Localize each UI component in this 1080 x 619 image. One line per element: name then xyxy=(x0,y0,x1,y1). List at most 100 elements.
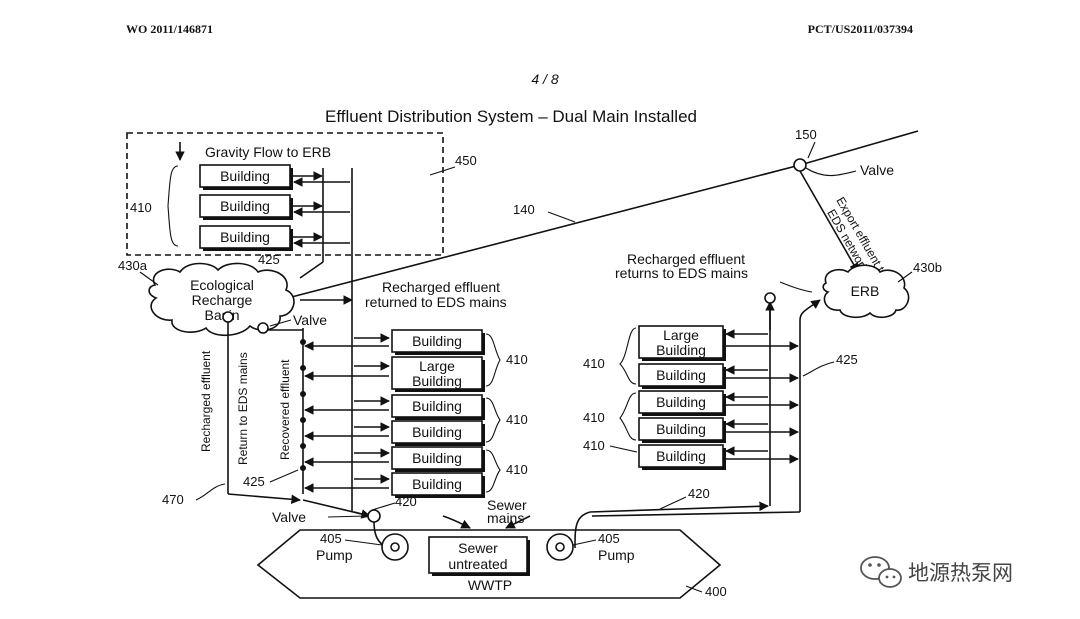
leader-425-left xyxy=(269,469,299,483)
building-label: Building xyxy=(656,394,706,410)
top-valve-label: Valve xyxy=(860,162,894,178)
building-box xyxy=(199,225,291,249)
ref-425-right: 425 xyxy=(836,352,858,367)
application-number: PCT/US2011/037394 xyxy=(808,22,913,36)
building-box xyxy=(199,194,291,218)
right-valve xyxy=(764,292,776,304)
main-150 xyxy=(799,130,919,166)
svg-text:Recovered effluent: Recovered effluent xyxy=(278,359,292,460)
recovered-effluent-vertical-label: Recovered effluent xyxy=(278,359,292,460)
building-box xyxy=(391,394,483,418)
basin-outlet xyxy=(222,311,234,323)
ref-410-r1: 410 xyxy=(583,356,605,371)
top-pipes xyxy=(292,168,353,279)
basin-label-1: Ecological xyxy=(190,277,254,293)
returned-label-1: Recharged effluent xyxy=(382,279,500,295)
large-building-box xyxy=(638,325,724,359)
publication-number: WO 2011/146871 xyxy=(126,22,213,36)
wwtp-label: WWTP xyxy=(468,577,512,593)
ref-405-left: 405 xyxy=(320,531,342,546)
returned-label-2: returned to EDS mains xyxy=(365,294,507,310)
leader-405-left xyxy=(344,539,383,546)
ref-470: 470 xyxy=(162,492,184,507)
leader-150 xyxy=(807,141,816,159)
ref-450: 450 xyxy=(455,153,477,168)
basin-label-3: Basin xyxy=(204,307,239,323)
building-box xyxy=(638,444,724,468)
brace-410-l3 xyxy=(485,449,501,493)
leader-430a xyxy=(139,271,159,286)
sewer-arrow-right xyxy=(505,515,531,529)
building-box xyxy=(391,420,483,444)
leader-420-left xyxy=(371,502,396,511)
building-label: Building xyxy=(656,421,706,437)
sewer-mains-label-1: Sewer xyxy=(487,497,527,513)
ref-410-r3: 410 xyxy=(583,438,605,453)
leader-450 xyxy=(429,166,456,176)
export-pipe xyxy=(799,170,859,273)
ref-430b: 430b xyxy=(913,260,942,275)
top-valve xyxy=(793,158,807,172)
leader-returns xyxy=(779,281,813,293)
top-buildings: Building Building Building xyxy=(199,164,293,251)
building-box xyxy=(391,329,483,353)
leader-430b xyxy=(897,271,913,283)
erb-cloud xyxy=(822,264,910,319)
pump-right-label: Pump xyxy=(598,547,635,563)
ref-430a: 430a xyxy=(118,258,148,273)
watermark-text: 地源热泵网 xyxy=(908,561,1013,585)
return-to-eds-vertical-label: Return to EDS mains xyxy=(236,352,250,465)
returns-label-2: returns to EDS mains xyxy=(615,265,748,281)
ref-410-r2: 410 xyxy=(583,410,605,425)
bottom-valve xyxy=(367,509,381,523)
building-label: Building xyxy=(412,476,462,492)
ref-140: 140 xyxy=(513,202,535,217)
leader-140 xyxy=(547,211,576,223)
building-label: Building xyxy=(412,424,462,440)
building-label: Building xyxy=(656,342,706,358)
large-building-box xyxy=(391,356,483,390)
ref-410-l3: 410 xyxy=(506,462,528,477)
wechat-icon xyxy=(860,556,902,588)
sewer-untreated-label-2: untreated xyxy=(448,556,507,572)
leader-425-right xyxy=(802,361,835,377)
ref-405-right: 405 xyxy=(598,531,620,546)
building-box xyxy=(638,417,724,441)
left-buildings: Building Large Building Building Buildin… xyxy=(391,329,485,498)
ref-425-top: 425 xyxy=(258,252,280,267)
building-label: Building xyxy=(220,168,270,184)
returns-label-1: Recharged effluent xyxy=(627,251,745,267)
building-label: Building xyxy=(412,398,462,414)
building-label: Building xyxy=(220,198,270,214)
figure-title: Effluent Distribution System – Dual Main… xyxy=(325,107,697,126)
leader-405-right xyxy=(572,539,597,546)
leader-top-valve xyxy=(805,167,857,177)
large-label: Large xyxy=(419,358,455,374)
ref-420-left: 420 xyxy=(395,494,417,509)
brace-410-r2 xyxy=(619,392,637,441)
ref-150: 150 xyxy=(795,127,817,142)
brace-410-l2 xyxy=(485,397,501,443)
leader-400 xyxy=(685,585,703,593)
sewer-untreated-box xyxy=(428,536,528,574)
leader-420-right xyxy=(659,496,687,510)
sheet-number: 4 / 8 xyxy=(531,71,558,87)
watermark: 地源热泵网 xyxy=(860,556,1013,588)
building-box xyxy=(638,390,724,414)
leader-bottom-valve xyxy=(327,515,367,518)
leader-basin-valve xyxy=(269,319,292,327)
building-label: Building xyxy=(656,367,706,383)
building-box xyxy=(391,472,483,496)
building-box xyxy=(199,164,291,188)
erb-label: ERB xyxy=(851,283,880,299)
svg-text:Recharged effluent: Recharged effluent xyxy=(199,350,213,452)
brace-410-l1 xyxy=(485,333,501,387)
building-label: Building xyxy=(220,229,270,245)
sewer-untreated-label-1: Sewer xyxy=(458,540,498,556)
building-label: Building xyxy=(412,333,462,349)
ref-410-top: 410 xyxy=(130,200,152,215)
right-building-arrows xyxy=(725,329,799,464)
recharged-return-vertical-label: Recharged effluent xyxy=(199,350,213,452)
building-label: Building xyxy=(656,448,706,464)
sewer-mains-label-2: mains xyxy=(487,510,524,526)
